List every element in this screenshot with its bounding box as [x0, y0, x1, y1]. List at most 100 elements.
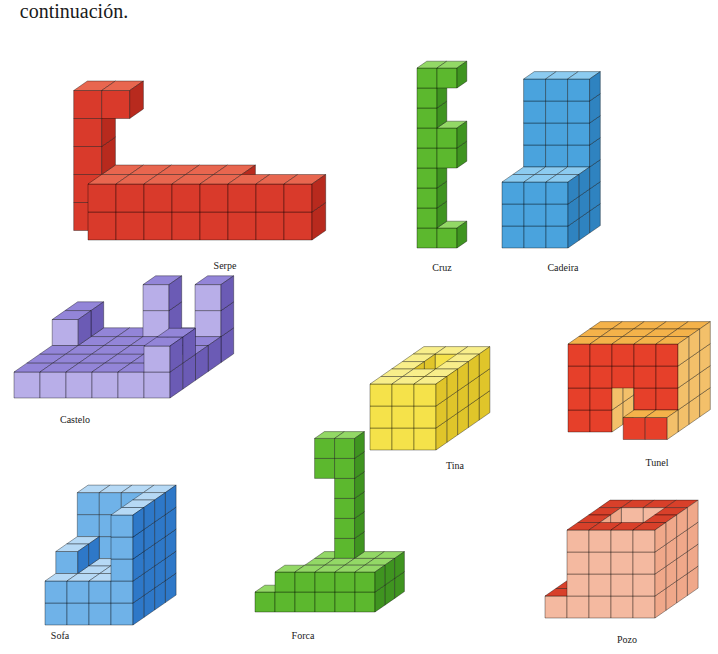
- cube-face: [111, 515, 133, 537]
- cube-face: [677, 508, 688, 537]
- cube-face: [546, 123, 568, 145]
- cube-face: [392, 406, 414, 428]
- cube-face: [315, 592, 335, 612]
- cube-face: [700, 322, 711, 351]
- cube-face: [524, 204, 546, 226]
- cube-face: [457, 221, 467, 248]
- cube-face: [568, 410, 590, 432]
- cube-face: [144, 346, 170, 372]
- cube-face: [447, 369, 458, 399]
- cube-face: [524, 79, 546, 101]
- page-text: continuación.: [20, 0, 128, 22]
- cube-face: [687, 500, 698, 529]
- cube-face: [656, 344, 678, 366]
- cube-face: [590, 388, 612, 410]
- cube-face: [417, 68, 437, 88]
- cube-face: [335, 478, 355, 498]
- cube-face: [568, 175, 579, 205]
- cube-face: [67, 603, 89, 625]
- cube-face: [417, 168, 437, 188]
- cube-face: [133, 508, 144, 538]
- cube-face: [92, 372, 118, 398]
- cube-face: [315, 572, 335, 592]
- cube-face: [524, 226, 546, 248]
- cube-face: [589, 574, 611, 596]
- cube-face: [67, 581, 89, 603]
- cube-face: [78, 544, 89, 574]
- cube-face: [590, 72, 601, 101]
- figure-caption: Serpe: [214, 260, 237, 272]
- cube-face: [479, 347, 490, 377]
- cube-face: [568, 145, 590, 167]
- cube-face: [52, 320, 78, 346]
- cube-face: [437, 228, 457, 248]
- cube-face: [221, 276, 234, 311]
- cube-face: [335, 498, 355, 518]
- cube-face: [623, 418, 645, 440]
- cube-face: [275, 592, 295, 612]
- cube-face: [335, 458, 355, 478]
- cube-face: [414, 406, 436, 428]
- cube-face: [89, 581, 111, 603]
- cube-face: [689, 329, 700, 359]
- cube-face: [524, 123, 546, 145]
- cube-face: [611, 574, 633, 596]
- cube-face: [111, 559, 133, 581]
- cube-face: [91, 302, 104, 337]
- cube-face: [116, 184, 144, 212]
- cube-face: [66, 372, 92, 398]
- cube-face: [568, 344, 590, 366]
- cube-face: [45, 581, 67, 603]
- cube-face: [633, 574, 655, 596]
- cube-face: [144, 500, 155, 530]
- figure-caption: Cruz: [432, 262, 451, 274]
- cube-face: [524, 182, 546, 204]
- cube-face: [589, 530, 611, 552]
- cube-face: [170, 337, 183, 372]
- cube-face: [417, 108, 437, 128]
- cube-face: [89, 537, 100, 566]
- cube-face: [567, 552, 589, 574]
- cube-face: [457, 61, 467, 88]
- cube-face: [335, 518, 355, 538]
- cube-face: [414, 384, 436, 406]
- cube-face: [385, 558, 395, 585]
- cube-face: [634, 344, 656, 366]
- cube-face: [335, 572, 355, 592]
- cube-face: [89, 603, 111, 625]
- cube-face: [524, 145, 546, 167]
- cube-face: [375, 565, 385, 592]
- cube-face: [370, 384, 392, 406]
- cube-face: [546, 101, 568, 123]
- cube-face: [45, 603, 67, 625]
- cube-face: [165, 485, 176, 514]
- cube-face: [275, 572, 295, 592]
- cube-face: [370, 406, 392, 428]
- cube-face: [417, 208, 437, 228]
- cube-face: [77, 493, 99, 515]
- cube-face: [417, 128, 437, 148]
- cube-face: [546, 79, 568, 101]
- cube-face: [589, 596, 611, 618]
- cube-face: [590, 366, 612, 388]
- cube-face: [284, 212, 312, 240]
- cube-face: [111, 603, 133, 625]
- cube-face: [655, 523, 666, 553]
- cube-face: [546, 226, 568, 248]
- cube-face: [611, 552, 633, 574]
- cube-face: [355, 592, 375, 612]
- cube-face: [417, 88, 437, 108]
- cube-face: [355, 432, 365, 459]
- cube-face: [208, 337, 221, 372]
- cube-face: [524, 101, 546, 123]
- figure-caption: Pozo: [617, 634, 637, 646]
- cube-face: [417, 188, 437, 208]
- cube-face: [634, 366, 656, 388]
- cube-face: [78, 311, 91, 346]
- cube-face: [200, 184, 228, 212]
- cube-face: [172, 184, 200, 212]
- cube-face: [633, 530, 655, 552]
- cube-face: [468, 354, 479, 384]
- cube-face: [172, 212, 200, 240]
- cube-face: [395, 552, 405, 579]
